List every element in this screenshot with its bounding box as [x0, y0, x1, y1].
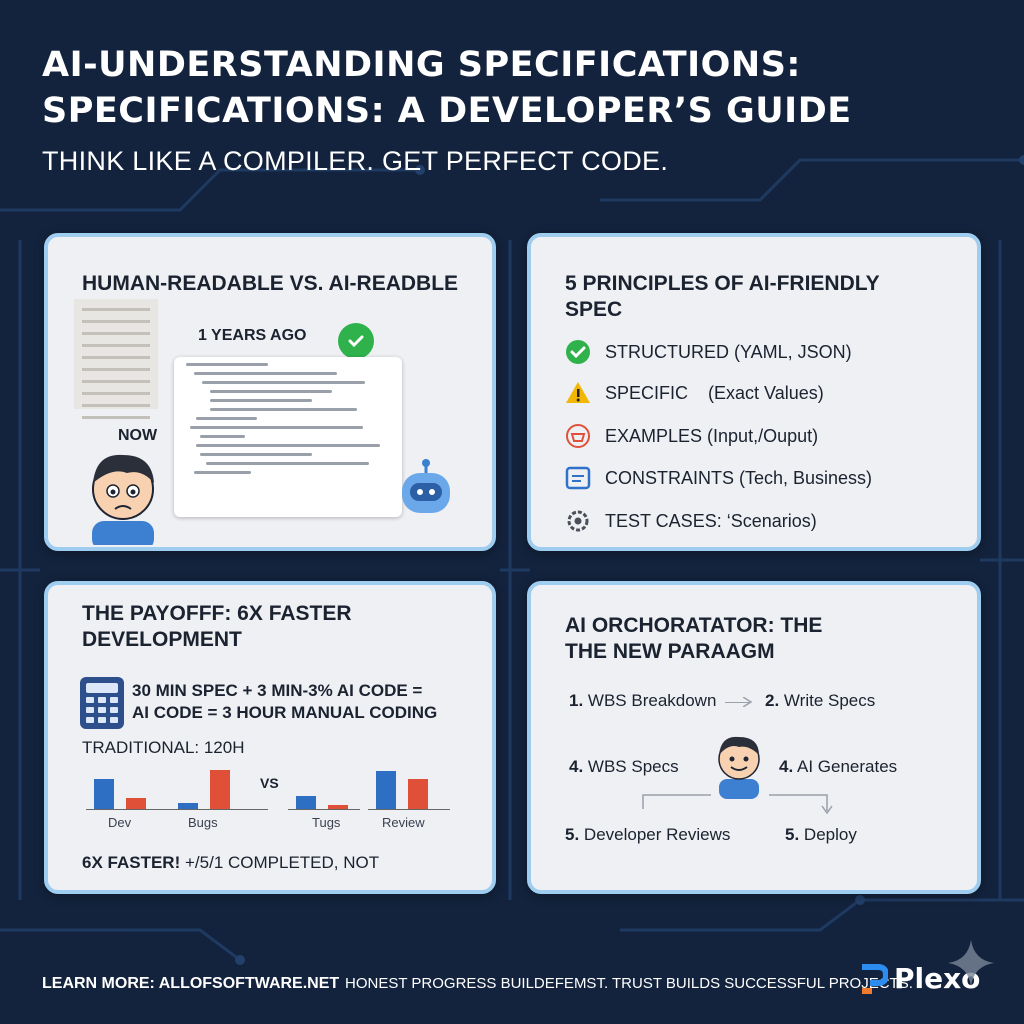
chart-baseline — [86, 809, 176, 810]
page-title-line2: SPECIFICATIONS: A DEVELOPER’S GUIDE — [42, 91, 852, 131]
vs-label: VS — [260, 775, 279, 791]
card4-title-line1: AI ORCHORATATOR: THE — [565, 614, 823, 637]
arrow-right-icon — [725, 702, 749, 703]
card4-title-line2: THE NEW PARAAGM — [565, 640, 775, 663]
chart-bar-bugs-1 — [210, 770, 230, 809]
check-circle-icon — [565, 339, 591, 365]
payoff-summary: 6X FASTER! +/5/1 COMPLETED, NOT — [82, 853, 379, 873]
principle-specific: SPECIFIC (Exact Values) — [565, 380, 824, 406]
principle-examples: EXAMPLES (Input,/Ouput) — [565, 423, 818, 449]
step-wbs-breakdown: 1. WBS Breakdown — [569, 691, 717, 710]
robot-icon — [402, 459, 450, 513]
gear-icon — [565, 508, 591, 534]
basket-icon — [565, 423, 591, 449]
step-deploy: 5. Deploy — [785, 825, 857, 844]
chart-tick-label: Dev — [108, 815, 132, 830]
card-orchestrator: AI ORCHORATATOR: THE THE NEW PARAAGM 1. … — [527, 581, 981, 894]
confused-developer-icon — [92, 454, 154, 545]
formula-line1: 30 MIN SPEC + 3 MIN-3% AI CODE = — [132, 681, 423, 700]
chart-baseline — [168, 809, 268, 810]
flow-connector-right — [769, 794, 833, 815]
learn-more-link[interactable]: LEARN MORE: ALLOFSOFTWARE.NET — [42, 975, 340, 992]
sparkle-icon — [948, 940, 994, 986]
page-subtitle: THINK LIKE A COMPILER. GET PERFECT CODE. — [42, 146, 669, 176]
warning-icon — [565, 380, 591, 406]
chart-baseline — [368, 809, 450, 810]
principle-constraints: CONSTRAINTS (Tech, Business) — [565, 465, 872, 491]
step-ai-generates: 4. AI Generates — [779, 757, 898, 776]
principle-structured: STRUCTURED (YAML, JSON) — [565, 339, 852, 365]
step-developer-reviews: 5. Developer Reviews — [565, 825, 731, 844]
card-human-vs-ai: HUMAN-READABLE VS. AI-READBLE 1 YEARS AG… — [44, 233, 496, 551]
payoff-bar-chart: Dev Bugs Tugs Review — [48, 585, 492, 890]
card3-title-line1: THE PAYOFFF: 6X FASTER — [82, 602, 352, 625]
footer-tagline: HONEST PROGRESS BUILDEFEMST. TRUST BUILD… — [345, 975, 913, 992]
completed-label: +/5/1 COMPLETED, NOT — [184, 853, 380, 872]
step-write-specs: 2. Write Specs — [765, 691, 876, 710]
chart-bar-dev-0 — [94, 779, 114, 809]
chart-bar-review-0 — [376, 771, 396, 809]
chart-bar-dev-1 — [126, 798, 146, 809]
now-label: NOW — [118, 427, 158, 444]
card-principles: 5 PRINCIPLES OF AI-FRIENDLY SPEC STRUCTU… — [527, 233, 981, 551]
plexo-logo-icon — [862, 963, 888, 994]
arrowhead-icon — [743, 697, 753, 707]
header: AI-UNDERSTANDING SPECIFICATIONS: SPECIFI… — [42, 42, 1002, 177]
faster-label: 6X FASTER! — [82, 853, 181, 872]
chart-baseline — [288, 809, 360, 810]
chart-tick-label: Tugs — [312, 815, 341, 830]
traditional-hours: TRADITIONAL: 120H — [82, 738, 245, 757]
happy-developer-icon — [718, 736, 760, 799]
ai-spec-code-panel — [174, 357, 402, 517]
step-wbs-specs: 4. WBS Specs — [569, 757, 679, 776]
check-icon — [338, 323, 374, 359]
card2-title: 5 PRINCIPLES OF AI-FRIENDLY SPEC — [565, 272, 880, 321]
chart-bar-review-1 — [408, 779, 428, 809]
flow-connector-left — [642, 794, 711, 809]
list-icon — [565, 465, 591, 491]
calculator-icon — [80, 677, 124, 729]
chart-tick-label: Bugs — [188, 815, 218, 830]
chart-bar-tugs-0 — [296, 796, 316, 809]
chart-bar-bugs-0 — [178, 802, 198, 809]
chart-tick-label: Review — [382, 815, 425, 830]
principle-test-cases: TEST CASES: ‘Scenarios) — [565, 508, 817, 534]
card3-title-line2: DEVELOPMENT — [82, 628, 242, 651]
handwritten-doc-icon — [74, 299, 158, 419]
page-title-line1: AI-UNDERSTANDING SPECIFICATIONS: — [42, 45, 801, 85]
chart-bar-tugs-1 — [328, 804, 348, 809]
card-payoff: THE PAYOFFF: 6X FASTER DEVELOPMENT 30 MI… — [44, 581, 496, 894]
years-ago-label: 1 YEARS AGO — [198, 327, 307, 344]
formula-line2: AI CODE = 3 HOUR MANUAL CODING — [132, 703, 438, 722]
card1-title: HUMAN-READABLE VS. AI-READBLE — [82, 272, 459, 295]
